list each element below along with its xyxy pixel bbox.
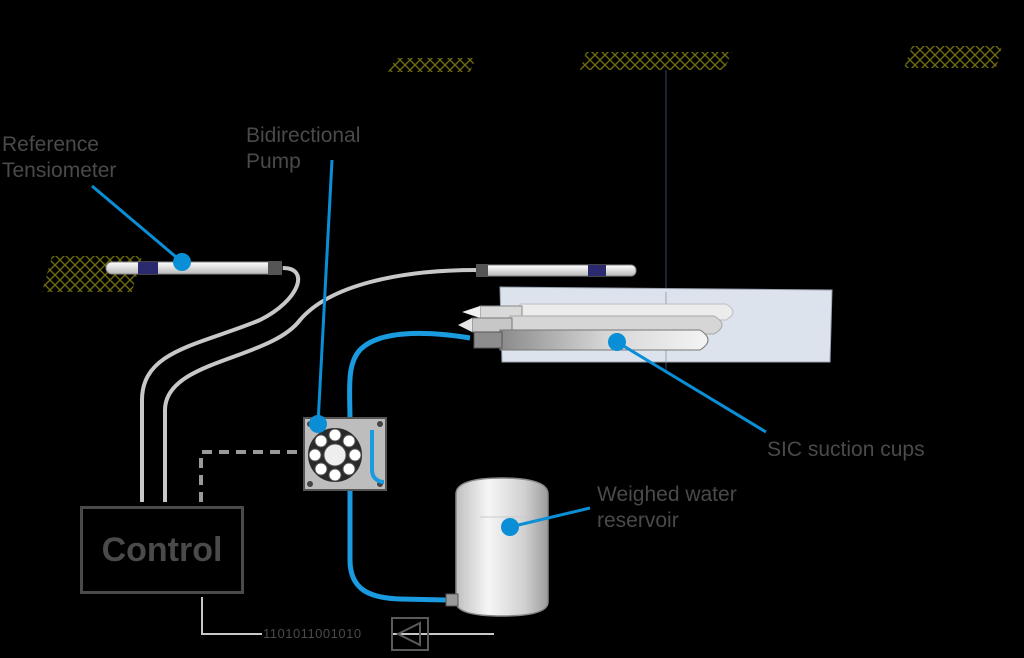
label-line: reservoir [597, 509, 679, 532]
tensiometer-cable [163, 268, 477, 502]
label-line: Tensiometer [2, 159, 117, 182]
label-reference-tensiometer: Reference Tensiometer [2, 132, 116, 184]
label-line: Pump [246, 150, 301, 173]
reference-tensiometer [105, 261, 283, 275]
peristaltic-rotor-icon [303, 417, 387, 491]
label-bidirectional-pump: Bidirectional Pump [246, 123, 360, 175]
signal-line [201, 597, 494, 635]
label-line: Bidirectional [246, 124, 361, 147]
water-reservoir [445, 477, 549, 617]
label-weighed-water-reservoir: Weighed water reservoir [597, 482, 737, 534]
leader-lines [91, 159, 767, 536]
tube-pump-to-reservoir [347, 490, 447, 603]
tube-pump-to-cups [347, 330, 471, 421]
label-line: Weighed water [597, 483, 737, 506]
field-tensiometer [475, 264, 637, 277]
triangle-signal-icon [391, 617, 429, 651]
suction-cup-lower [473, 329, 709, 351]
control-label: Control [101, 530, 223, 569]
reference-cable [140, 266, 301, 502]
label-line: Reference [2, 133, 99, 156]
control-unit: Control [80, 506, 244, 594]
pump-control-line [199, 450, 300, 502]
label-sic-suction-cups: SIC suction cups [767, 438, 925, 461]
binary-signal-text: 1101011001010 [263, 626, 362, 641]
soil-hatch-icon [42, 46, 1002, 292]
